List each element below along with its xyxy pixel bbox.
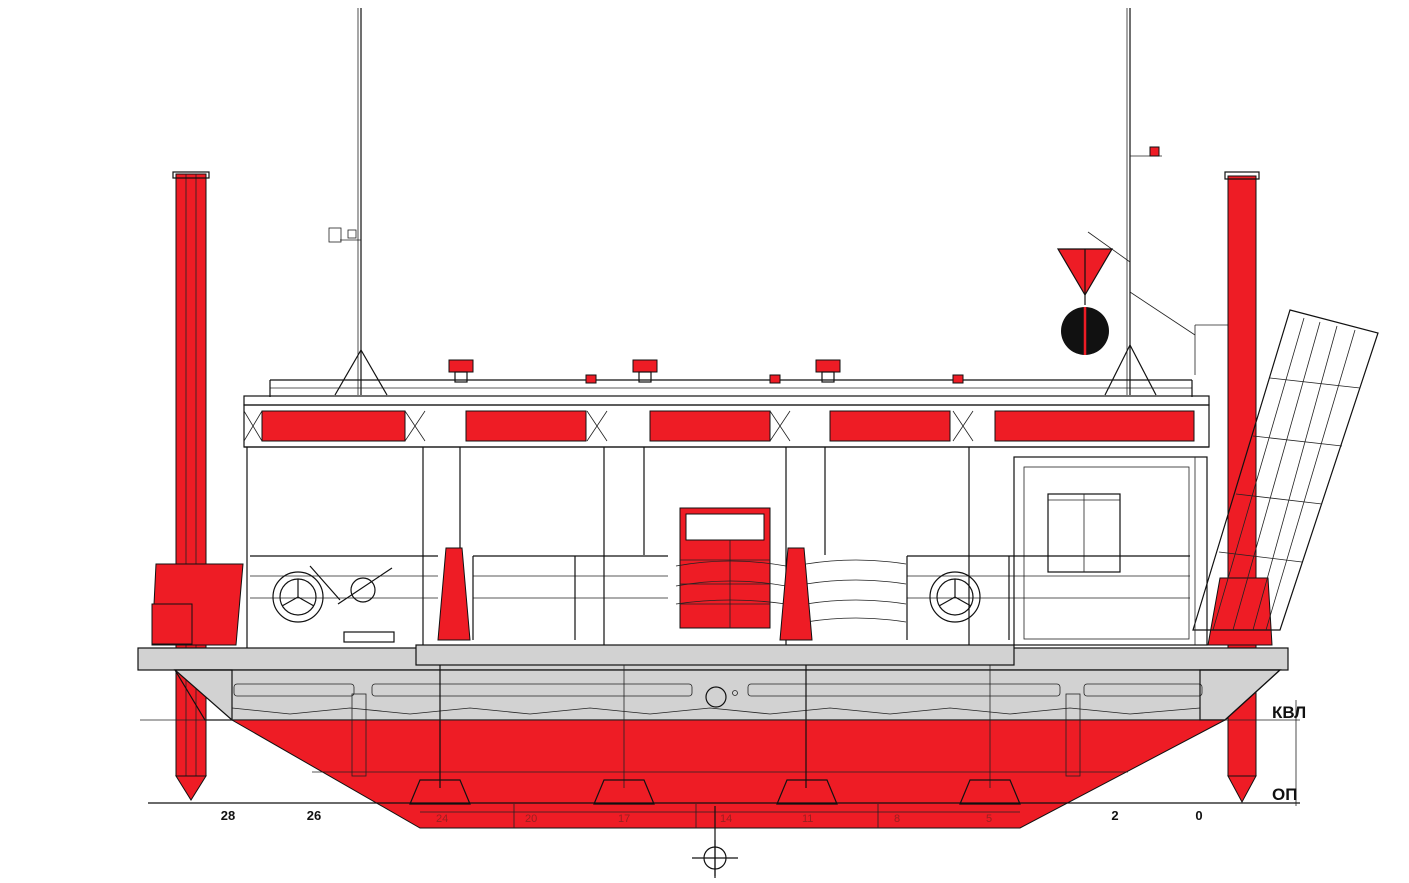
gangway-ramp	[1192, 309, 1379, 631]
hull-gray-band	[173, 669, 1282, 721]
waterline-label: КВЛ	[1272, 703, 1306, 722]
hull-frame-number: 8	[894, 813, 900, 825]
frame-number: 2	[1111, 808, 1118, 823]
signal-cone-icon	[1056, 248, 1114, 305]
midship-section-symbol	[692, 806, 738, 878]
hull-frame-number: 11	[802, 813, 813, 825]
aft-bollard	[437, 547, 471, 641]
aft-spud	[172, 171, 210, 801]
fore-spud-housing	[1207, 577, 1273, 646]
fore-cable-reel-icon	[929, 571, 981, 623]
fore-bollard	[779, 547, 813, 641]
roof-ventilators	[448, 359, 964, 384]
frame-number: 0	[1195, 808, 1202, 823]
hull-frame-number: 14	[720, 813, 732, 825]
frame-number: 28	[221, 808, 235, 823]
roof-deck	[243, 395, 1210, 406]
aft-cable-reel-icon	[272, 571, 324, 623]
hull-frame-numbers: 24 20 17 14 11 8 5	[436, 813, 992, 825]
right-mast	[1087, 8, 1228, 396]
aft-winch-housing	[151, 603, 193, 645]
frame-numbers: 28 26 2 0	[221, 808, 1203, 823]
hull-frame-number: 17	[618, 813, 630, 825]
masthead-light-icon	[1149, 146, 1160, 157]
main-deck-railing	[250, 555, 1190, 640]
frame-number: 26	[307, 808, 321, 823]
roof-truss	[243, 404, 1210, 448]
baseline-label: ОП	[1272, 785, 1297, 804]
central-entrance-hatch	[679, 507, 771, 629]
hull-frame-number: 20	[525, 813, 537, 825]
hull-frame-number: 5	[986, 813, 992, 825]
roof-railing	[269, 379, 1193, 397]
left-mast	[328, 8, 388, 396]
winch-icon	[309, 565, 395, 643]
deckhouse	[1013, 456, 1208, 646]
main-deck-stringer	[137, 644, 1289, 671]
hull-frame-number: 24	[436, 813, 448, 825]
signal-ball-icon	[1061, 307, 1109, 355]
